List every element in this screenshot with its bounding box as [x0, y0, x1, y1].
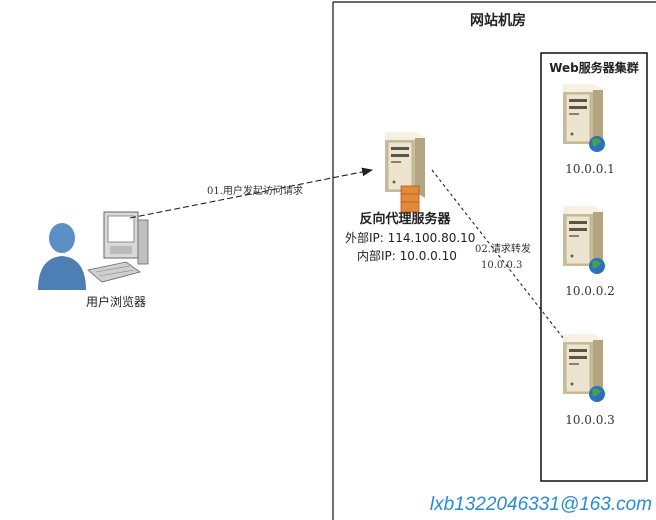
globe-icon [589, 386, 605, 402]
user-person-icon [38, 223, 86, 290]
proxy-title: 反向代理服务器 [359, 211, 451, 227]
proxy-internal-ip: 内部IP: 10.0.0.10 [357, 248, 457, 263]
forward-arrow-label: 02.请求转发 [475, 242, 531, 255]
server-ip: 10.0.0.1 [565, 162, 615, 176]
client-label: 用户浏览器 [86, 294, 146, 309]
forward-arrow-target: 10.0.0.3 [481, 260, 522, 271]
server-ip: 10.0.0.3 [565, 413, 615, 427]
web-server-1: 10.0.0.1 [562, 83, 615, 176]
globe-icon [589, 136, 605, 152]
server-ip: 10.0.0.2 [565, 284, 615, 298]
web-server-2: 10.0.0.2 [562, 205, 615, 298]
request-arrow-label: 01.用户发起访问请求 [207, 184, 303, 197]
watermark: lxb1322046331@163.com [429, 494, 652, 515]
cluster-title: Web服务器集群 [549, 60, 639, 75]
request-arrow [129, 167, 374, 219]
proxy-external-ip: 外部IP: 114.100.80.10 [345, 230, 475, 245]
forward-arrow [431, 169, 575, 353]
web-server-3: 10.0.0.3 [562, 333, 615, 427]
room-title: 网站机房 [470, 12, 526, 29]
computer-icon [87, 211, 149, 283]
cluster-box [540, 52, 648, 482]
proxy-server-icon [384, 131, 426, 213]
globe-icon [589, 258, 605, 274]
